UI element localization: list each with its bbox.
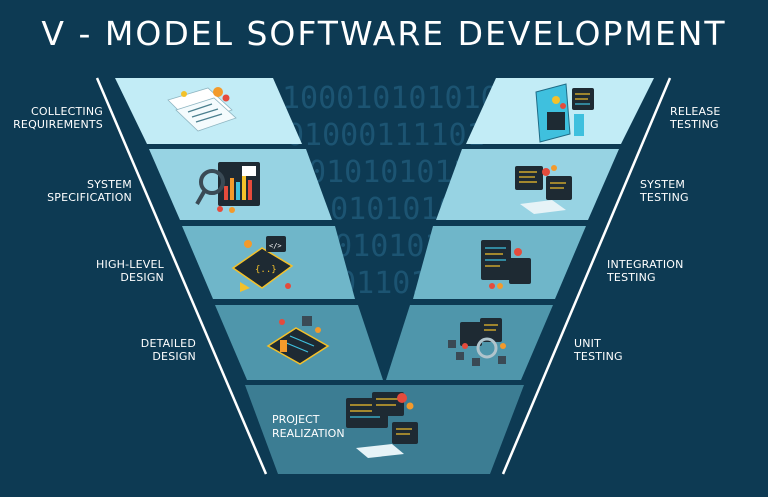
label-line: TESTING bbox=[640, 191, 689, 204]
label-line: SYSTEM bbox=[86, 178, 132, 191]
label-line: COLLECTING bbox=[31, 105, 103, 118]
label-line: SPECIFICATION bbox=[47, 191, 132, 204]
label-line: SYSTEM bbox=[640, 178, 686, 191]
label-collecting-requirements: COLLECTING REQUIREMENTS bbox=[13, 105, 103, 131]
label-line: DESIGN bbox=[152, 350, 196, 363]
label-line: RELEASE bbox=[670, 105, 721, 118]
label-high-level-design: HIGH-LEVEL DESIGN bbox=[96, 258, 164, 284]
label-integration-testing: INTEGRATION TESTING bbox=[607, 258, 684, 284]
label-system-specification: SYSTEM SPECIFICATION bbox=[47, 178, 132, 204]
binary-row: 01000111101 bbox=[286, 118, 485, 153]
analytics-monitor-icon bbox=[195, 162, 260, 213]
release-dashboard-icon bbox=[535, 83, 594, 143]
svg-text:{..}: {..} bbox=[255, 265, 277, 275]
design-board-icon: {..} </> bbox=[231, 236, 294, 292]
svg-text:</>: </> bbox=[269, 242, 282, 250]
unit-test-cubes-icon bbox=[448, 318, 506, 366]
label-line: UNIT bbox=[574, 337, 602, 350]
label-detailed-design: DETAILED DESIGN bbox=[141, 337, 196, 363]
detailed-blueprint-icon bbox=[266, 316, 330, 365]
project-realization-workstation-icon bbox=[346, 392, 418, 458]
label-line: TESTING bbox=[670, 118, 719, 131]
label-line: DETAILED bbox=[140, 337, 196, 350]
label-line: DESIGN bbox=[120, 271, 164, 284]
label-line: INTEGRATION bbox=[607, 258, 684, 271]
requirements-document-icon bbox=[167, 87, 237, 132]
label-system-testing: SYSTEM TESTING bbox=[640, 178, 689, 204]
integration-code-icon bbox=[481, 240, 531, 289]
label-unit-testing: UNIT TESTING bbox=[574, 337, 623, 363]
binary-row: 100010101010 bbox=[282, 81, 499, 116]
label-release-testing: RELEASE TESTING bbox=[670, 105, 721, 131]
v-outline-left bbox=[95, 77, 268, 475]
page-title: V - MODEL SOFTWARE DEVELOPMENT bbox=[41, 14, 727, 53]
label-line: TESTING bbox=[607, 271, 656, 284]
label-line: HIGH-LEVEL bbox=[96, 258, 164, 271]
v-outline-right bbox=[501, 77, 672, 475]
project-realization-label-line2: REALIZATION bbox=[272, 427, 345, 440]
stage-panel-project-realization bbox=[245, 385, 524, 474]
system-test-workstation-icon bbox=[515, 165, 572, 214]
label-line: REQUIREMENTS bbox=[13, 118, 103, 131]
label-line: TESTING bbox=[574, 350, 623, 363]
project-realization-label-line1: PROJECT bbox=[272, 413, 320, 426]
